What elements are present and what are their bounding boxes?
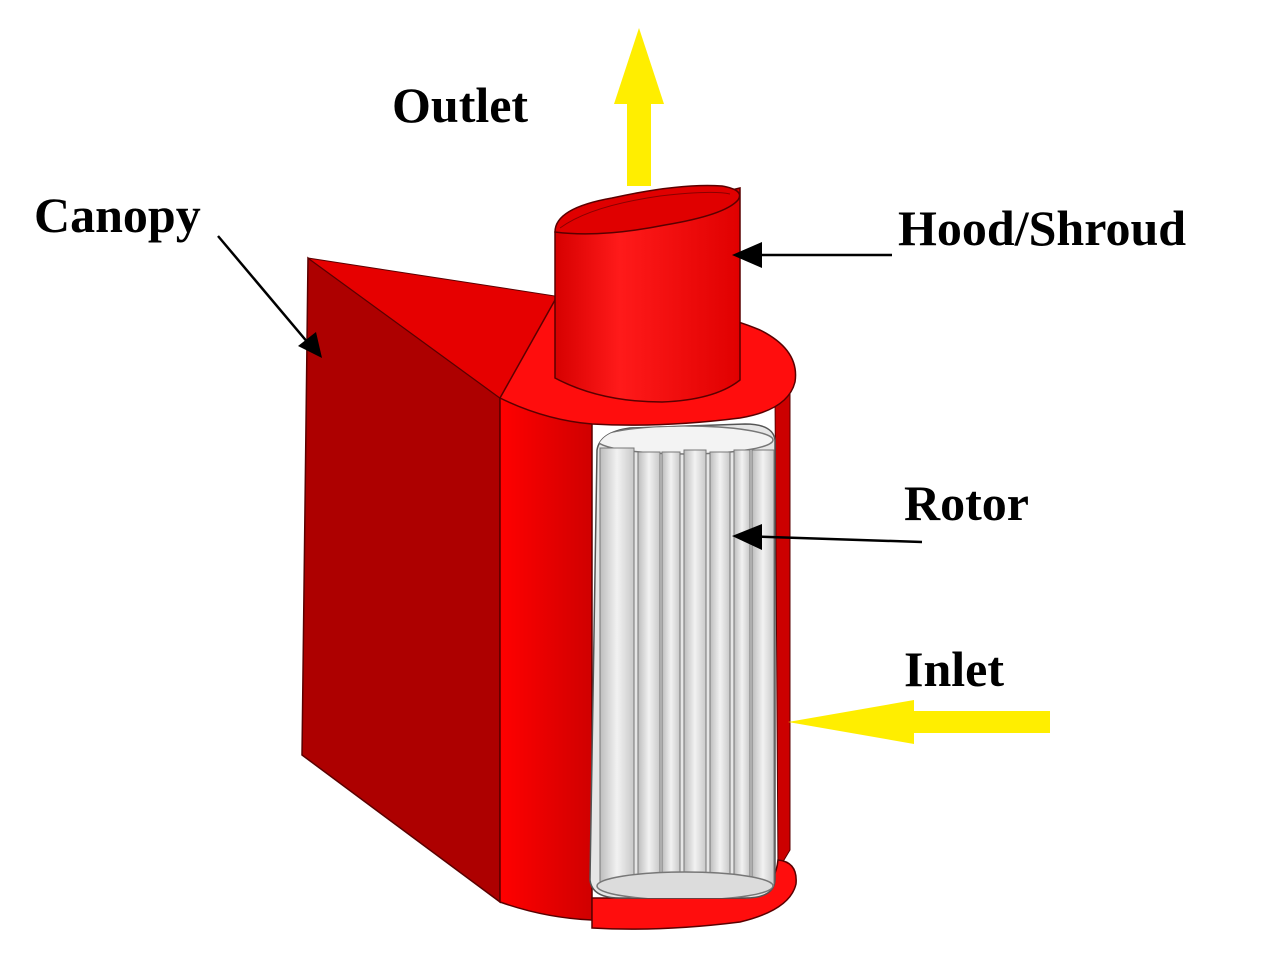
hood-leader-arrowhead [732,242,762,268]
inlet-arrow [788,700,1050,744]
outlet-arrow [614,28,664,186]
hood-shroud-label: Hood/Shroud [898,200,1186,256]
inlet-label: Inlet [904,641,1004,697]
hood-body [554,187,741,403]
canopy-label: Canopy [34,187,201,243]
rotor-leader-arrowhead [732,524,762,550]
rotor-blade [709,451,731,889]
rotor-label: Rotor [904,475,1029,531]
housing-right-wall [774,376,791,872]
rotor-blade [751,449,775,889]
housing-front-face [499,397,593,921]
arrow-left-icon-head [788,700,914,744]
outlet-label: Outlet [392,77,528,133]
arrow-up-icon [627,100,651,186]
rotor [589,423,776,899]
canopy-leader-arrowhead [298,332,322,358]
rotor-blade [637,451,661,889]
hood-opening [554,184,741,235]
rotor-bottom-ring [596,871,774,898]
rotor-leader-line [739,534,923,544]
arrow-left-icon [910,711,1050,733]
rotor-blade [599,447,635,889]
canopy-leader-line [217,235,315,351]
rotor-blade [733,449,751,889]
rotor-blade [661,451,681,889]
hood-shroud [554,184,741,403]
leader-lines [217,235,923,550]
hood-opening-rim [559,191,731,229]
rotor-blade [683,449,707,889]
arrow-up-icon-head [614,28,664,104]
canopy [301,256,556,904]
